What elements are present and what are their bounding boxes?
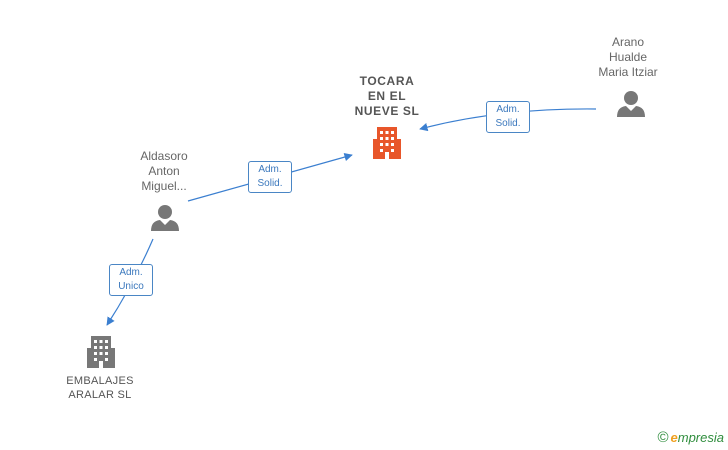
edge-role-line1: Adm. <box>119 267 143 278</box>
copyright-icon: © <box>657 429 669 446</box>
edge-label-arano-tocara[interactable]: Adm. Solid. <box>486 101 530 133</box>
person-icon <box>151 205 179 231</box>
edge-role-line1: Adm. <box>496 104 520 115</box>
building-icon <box>373 127 401 159</box>
node-aldasoro[interactable]: Aldasoro Anton Miguel... <box>116 149 212 194</box>
node-tocara[interactable]: TOCARA EN EL NUEVE SL <box>335 74 439 119</box>
company-name-embalajes: EMBALAJES ARALAR SL <box>66 375 134 401</box>
edge-role-line2: Unico <box>118 281 144 292</box>
edge-role-line2: Solid. <box>495 118 521 129</box>
empresia-logo: ©empresia <box>657 429 724 446</box>
brand-initial: e <box>670 430 678 445</box>
edge-label-aldasoro-embalajes[interactable]: Adm. Unico <box>109 264 153 296</box>
person-icon <box>617 91 645 117</box>
building-icon <box>87 336 115 368</box>
person-name-arano: Arano Hualde Maria Itziar <box>598 35 658 79</box>
person-name-aldasoro: Aldasoro Anton Miguel... <box>140 149 188 193</box>
brand-name: mpresia <box>677 430 724 445</box>
node-arano[interactable]: Arano Hualde Maria Itziar <box>580 35 676 80</box>
edge-label-aldasoro-tocara[interactable]: Adm. Solid. <box>248 161 292 193</box>
edge-role-line1: Adm. <box>258 164 282 175</box>
node-embalajes[interactable]: EMBALAJES ARALAR SL <box>48 374 152 402</box>
company-name-tocara: TOCARA EN EL NUEVE SL <box>354 74 420 118</box>
edge-role-line2: Solid. <box>257 178 283 189</box>
